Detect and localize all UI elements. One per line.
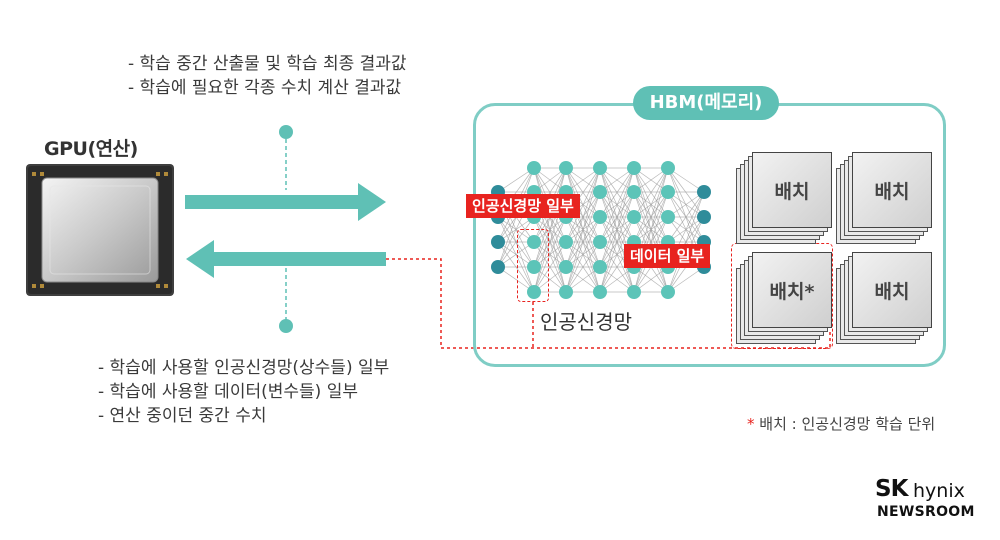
nn-edge: [533, 216, 567, 293]
logo-sub: NEWSROOM: [877, 504, 975, 520]
batch-label: 배치*: [752, 252, 832, 328]
connector-dot-bottom: [279, 319, 293, 333]
connector-dot-top: [279, 125, 293, 139]
batch-stack: 배치: [836, 250, 932, 346]
nn-edge: [565, 241, 601, 293]
nn-edge: [633, 266, 669, 293]
nn-node: [661, 210, 675, 224]
nn-edge: [599, 167, 635, 243]
nn-edge: [497, 167, 535, 193]
batch-label: 배치: [752, 152, 832, 228]
nn-edge: [667, 191, 705, 218]
batch-stack: 배치: [836, 150, 932, 246]
top-note-item: - 학습에 필요한 각종 수치 계산 결과값: [128, 78, 402, 98]
nn-highlight-box: [517, 229, 549, 302]
nn-edge: [599, 167, 635, 268]
footnote-star: *: [747, 415, 755, 433]
hbm-title: HBM(메모리): [633, 86, 779, 120]
bottom-note-item: - 연산 중이던 중간 수치: [98, 406, 267, 426]
batch-label: 배치: [852, 152, 932, 228]
nn-edge: [667, 266, 705, 293]
gpu-title: GPU(연산): [44, 138, 138, 160]
logo-name: hynix: [913, 480, 965, 502]
nn-node: [559, 285, 573, 299]
batch-label: 배치: [852, 252, 932, 328]
batch-stack: 배치: [736, 150, 832, 246]
nn-node: [593, 210, 607, 224]
nn-node: [527, 260, 541, 274]
nn-node: [491, 260, 505, 274]
nn-node: [527, 235, 541, 249]
nn-node: [697, 210, 711, 224]
footnote-text: 배치 : 인공신경망 학습 단위: [759, 415, 936, 433]
nn-edge: [599, 216, 635, 293]
data-partial-tag: 데이터 일부: [624, 244, 711, 268]
nn-edge: [633, 167, 669, 218]
nn-node: [593, 260, 607, 274]
nn-edge: [565, 167, 601, 243]
nn-node: [661, 185, 675, 199]
nn-node: [527, 285, 541, 299]
bottom-note-item: - 학습에 사용할 인공신경망(상수들) 일부: [98, 358, 390, 378]
bottom-note-item: - 학습에 사용할 데이터(변수들) 일부: [98, 382, 358, 402]
nn-edge: [667, 191, 705, 243]
nn-node: [627, 161, 641, 175]
logo-brand: SK: [875, 476, 908, 502]
nn-edge: [667, 167, 705, 243]
nn-edge: [565, 266, 601, 293]
nn-node: [627, 185, 641, 199]
arrow-left-icon: [186, 240, 386, 278]
nn-edge: [565, 167, 601, 268]
nn-edge: [667, 167, 705, 193]
batch-stack: 배치*: [736, 250, 832, 346]
nn-node: [491, 235, 505, 249]
nn-node: [593, 285, 607, 299]
nn-edge: [497, 216, 535, 268]
nn-edge: [599, 167, 635, 218]
nn-node: [697, 185, 711, 199]
nn-edge: [633, 167, 669, 243]
nn-edge: [599, 266, 635, 293]
arrow-right-icon: [185, 183, 386, 221]
nn-node: [559, 161, 573, 175]
bottom-notes: - 학습에 사용할 인공신경망(상수들) 일부 - 학습에 사용할 데이터(변수…: [98, 356, 389, 428]
nn-edge: [565, 216, 601, 293]
nn-node: [593, 235, 607, 249]
nn-partial-tag: 인공신경망 일부: [466, 194, 580, 218]
top-note-item: - 학습 중간 산출물 및 학습 최종 결과값: [128, 54, 407, 74]
nn-edge: [633, 191, 669, 293]
nn-node: [593, 161, 607, 175]
nn-node: [661, 161, 675, 175]
nn-node: [627, 210, 641, 224]
nn-edge: [497, 266, 535, 293]
top-notes: - 학습 중간 산출물 및 학습 최종 결과값 - 학습에 필요한 각종 수치 …: [128, 52, 407, 100]
nn-label: 인공신경망: [540, 310, 632, 334]
nn-node: [559, 235, 573, 249]
gpu-chip-icon: [26, 164, 174, 296]
nn-edge: [565, 191, 601, 293]
nn-edge: [599, 191, 635, 293]
nn-node: [559, 260, 573, 274]
nn-node: [593, 185, 607, 199]
nn-node: [661, 285, 675, 299]
nn-node: [627, 285, 641, 299]
nn-edge: [497, 241, 535, 268]
nn-edge: [533, 241, 567, 293]
nn-node: [527, 161, 541, 175]
nn-edge: [667, 191, 705, 293]
footnote: * 배치 : 인공신경망 학습 단위: [747, 413, 935, 434]
